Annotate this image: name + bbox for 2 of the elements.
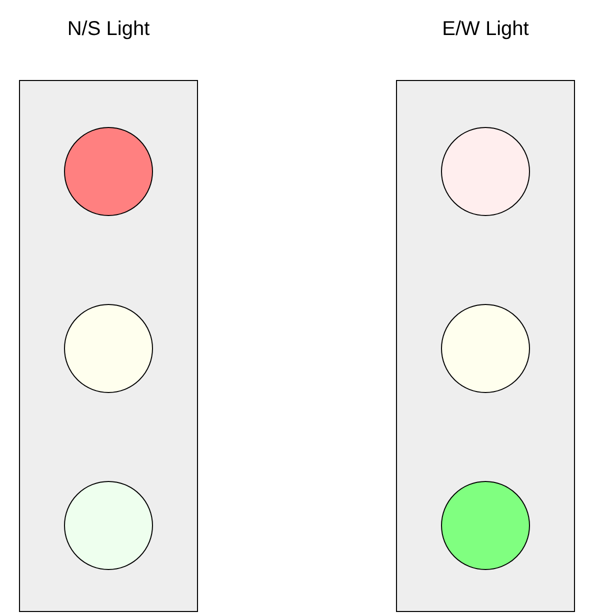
- light-title: E/W Light: [441, 18, 530, 41]
- light-title: N/S Light: [66, 18, 151, 41]
